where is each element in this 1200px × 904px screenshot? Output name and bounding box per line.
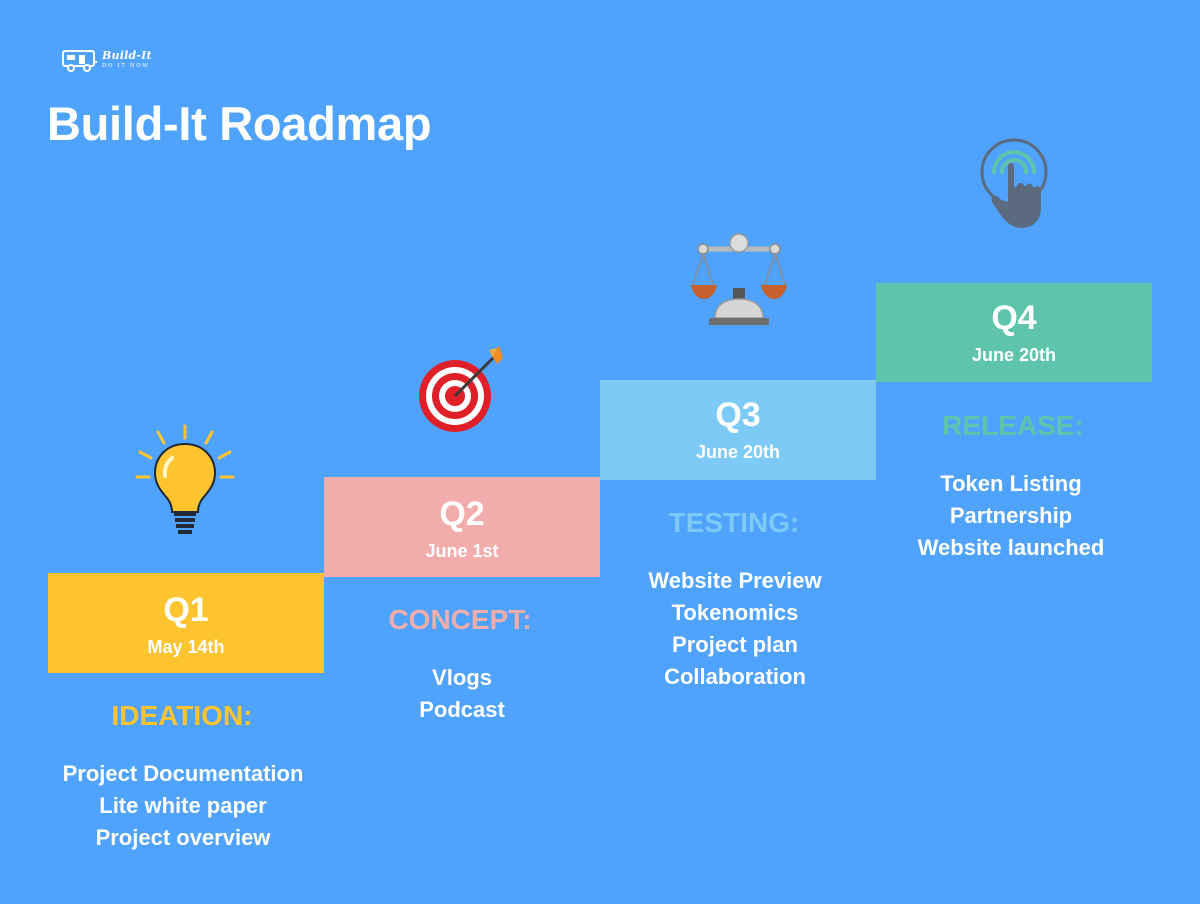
list-item: Tokenomics [671,600,799,625]
list-item: Website launched [917,535,1105,560]
list-item: Partnership [949,503,1073,528]
q1-step: Q1 May 14th [48,573,324,673]
list-item: Collaboration [664,664,806,689]
q2-date: June 1st [425,541,499,561]
q4-items: Token Listing Partnership Website launch… [861,468,1161,564]
list-item: Project plan [672,632,798,657]
page-title: Build-It Roadmap [47,97,432,150]
q2-label: Q2 [439,495,485,533]
light-bulb-icon [135,424,235,534]
q2-step: Q2 June 1st [324,477,600,577]
q3-phase: TESTING: [668,507,800,538]
q1-items: Project Documentation Lite white paper P… [33,758,333,854]
q4-step: Q4 June 20th [876,283,1152,382]
q4-phase: RELEASE: [942,410,1084,441]
q2-items: Vlogs Podcast [312,662,612,726]
list-item: Project Documentation [62,761,304,786]
logo: Build-It DO IT NOW [62,46,172,76]
q3-date: June 20th [695,442,781,462]
tap-finger-icon [980,138,1048,228]
target-icon [419,346,503,432]
q1-label: Q1 [163,591,209,629]
q3-items: Website Preview Tokenomics Project plan … [585,565,885,693]
q3-label: Q3 [715,396,761,434]
q3-step: Q3 June 20th [600,380,876,480]
list-item: Website Preview [648,568,822,593]
q1-phase: IDEATION: [111,700,253,731]
logo-name: Build-It [102,49,152,62]
balance-scale-icon [691,233,787,325]
list-item: Project overview [95,825,271,850]
logo-tagline: DO IT NOW [102,63,150,69]
q4-label: Q4 [991,299,1037,337]
q2-phase: CONCEPT: [388,604,532,635]
list-item: Token Listing [940,471,1082,496]
list-item: Lite white paper [99,793,267,818]
camper-van-icon [62,50,97,72]
q4-date: June 20th [971,345,1057,365]
list-item: Podcast [419,697,505,722]
q1-date: May 14th [147,637,225,657]
list-item: Vlogs [432,665,492,690]
